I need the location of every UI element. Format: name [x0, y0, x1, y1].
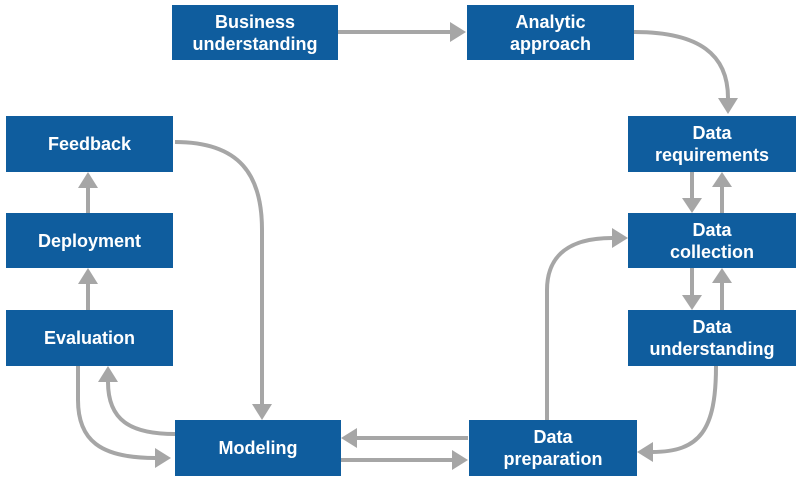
arrow-understanding-to-preparation	[637, 365, 718, 462]
node-data-requirements: Data requirements	[628, 116, 796, 172]
node-feedback: Feedback	[6, 116, 173, 172]
arrow-business-to-analytic	[338, 22, 466, 42]
arrow-requirements-to-collection	[682, 172, 702, 213]
arrow-preparation-to-collection	[545, 228, 628, 420]
arrow-modeling-to-evaluation	[98, 366, 176, 436]
arrow-modeling-to-preparation	[341, 450, 468, 470]
node-modeling: Modeling	[175, 420, 341, 476]
arrow-collection-to-requirements	[712, 172, 732, 213]
arrow-preparation-to-modeling	[341, 428, 468, 448]
node-data-collection: Data collection	[628, 213, 796, 268]
arrow-understanding-to-collection	[712, 268, 732, 310]
arrow-collection-to-understanding	[682, 268, 702, 310]
node-analytic-approach: Analytic approach	[467, 5, 634, 60]
node-evaluation: Evaluation	[6, 310, 173, 366]
node-data-understanding: Data understanding	[628, 310, 796, 366]
arrow-deployment-to-feedback	[78, 172, 98, 213]
arrow-evaluation-to-modeling	[76, 365, 171, 468]
arrow-evaluation-to-deployment	[78, 268, 98, 310]
node-deployment: Deployment	[6, 213, 173, 268]
node-data-preparation: Data preparation	[469, 420, 637, 476]
arrow-feedback-to-modeling	[174, 140, 272, 420]
node-business-understanding: Business understanding	[172, 5, 338, 60]
arrow-analytic-to-requirements	[633, 30, 738, 114]
